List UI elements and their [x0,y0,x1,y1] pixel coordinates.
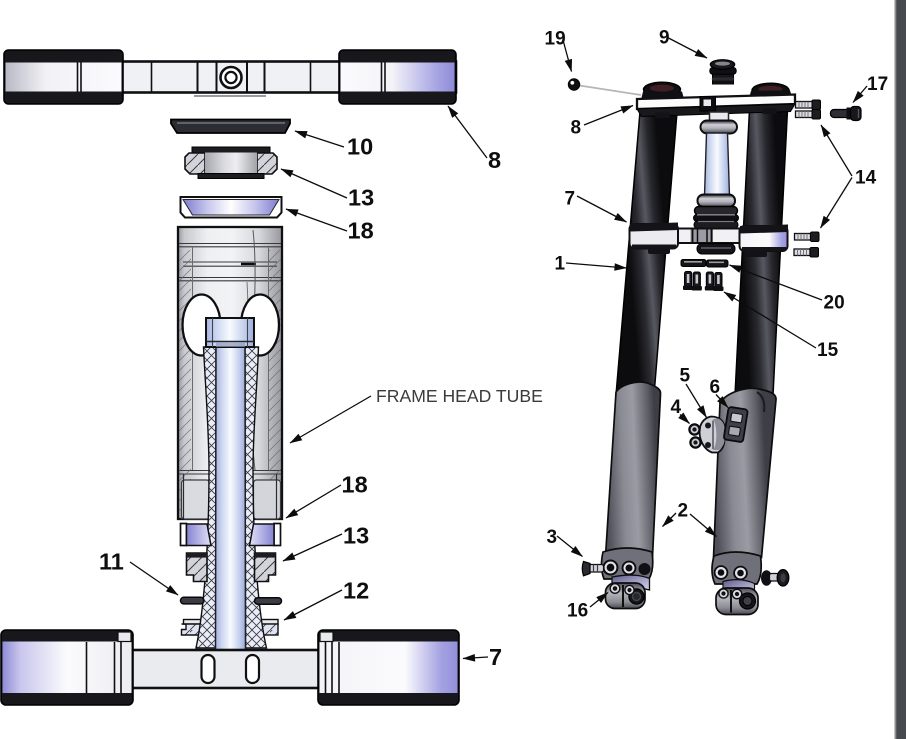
svg-text:8: 8 [571,118,582,139]
svg-text:16: 16 [567,601,588,622]
svg-text:14: 14 [855,168,877,189]
svg-text:13: 13 [343,523,369,549]
svg-text:15: 15 [817,340,839,361]
svg-text:20: 20 [824,293,845,314]
svg-text:17: 17 [867,74,888,95]
svg-text:1: 1 [555,254,566,275]
svg-text:6: 6 [710,377,721,398]
svg-text:11: 11 [99,549,124,575]
svg-text:7: 7 [489,644,502,670]
svg-text:12: 12 [343,578,369,604]
svg-text:7: 7 [565,189,576,210]
svg-text:FRAME HEAD TUBE: FRAME HEAD TUBE [376,386,543,406]
svg-text:18: 18 [348,218,374,244]
svg-text:8: 8 [488,147,501,173]
svg-text:10: 10 [347,134,373,160]
svg-text:18: 18 [342,472,368,498]
svg-text:13: 13 [348,185,374,211]
svg-text:4: 4 [671,397,682,418]
svg-text:19: 19 [545,29,566,50]
svg-text:9: 9 [659,28,670,49]
svg-text:2: 2 [678,501,689,522]
svg-text:5: 5 [680,366,691,387]
svg-text:3: 3 [547,527,558,548]
